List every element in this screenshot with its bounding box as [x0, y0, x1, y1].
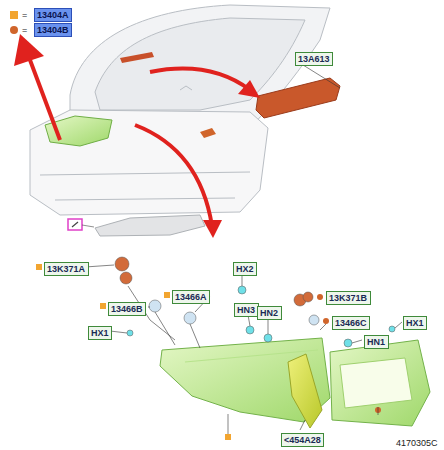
brake-light-part — [256, 78, 340, 118]
callout-number: 13466A — [175, 292, 207, 302]
callout-box: HX1 — [88, 326, 112, 340]
legend-swatch — [10, 26, 18, 34]
callout-number: 13A613 — [298, 54, 330, 64]
reflector — [95, 215, 205, 236]
legend-equals: = — [22, 10, 27, 20]
legend-entry: 13404A — [10, 8, 72, 22]
legend-entry: 13404B — [10, 23, 72, 37]
callout-box: HN2 — [257, 306, 282, 320]
callout-box: 13466A — [172, 290, 210, 304]
legend-swatch — [10, 11, 18, 19]
callout-number: HN1 — [367, 337, 386, 347]
legend-text: 13404A — [34, 8, 72, 22]
callout-box: <454A28 — [281, 433, 324, 447]
leader-line — [85, 265, 402, 434]
callout-box: HN1 — [364, 335, 389, 349]
callout-number: <454A28 — [284, 435, 321, 445]
marker — [36, 264, 381, 440]
callout-box: 13A613 — [295, 52, 333, 66]
brake-light — [120, 52, 154, 63]
callout-box: HN3 — [234, 303, 259, 317]
callout-box: 13466B — [108, 302, 146, 316]
legend-equals: = — [22, 25, 27, 35]
icon-box — [68, 219, 82, 230]
callout-number: 13K371B — [329, 293, 368, 303]
callout-number: HX1 — [91, 328, 109, 338]
callout-box: HX2 — [233, 262, 257, 276]
callout-number: 13466C — [335, 318, 367, 328]
callout-number: HX2 — [236, 264, 254, 274]
legend-text: 13404B — [34, 23, 72, 37]
callout-number: 13K371A — [47, 264, 86, 274]
callout-box: 13K371A — [44, 262, 89, 276]
callout-box: HX1 — [403, 316, 427, 330]
trim-piece — [288, 354, 322, 428]
callout-box: 13466C — [332, 316, 370, 330]
callout-number: 13466B — [111, 304, 143, 314]
callout-box: 13K371B — [326, 291, 371, 305]
callout-number: HN3 — [237, 305, 256, 315]
callout-number: HN2 — [260, 308, 279, 318]
red-arrow — [30, 60, 250, 226]
callout-number: HX1 — [406, 318, 424, 328]
figure-number: 4170305C — [396, 438, 438, 448]
bulb-socket — [115, 257, 395, 347]
right-lamp — [330, 340, 430, 426]
